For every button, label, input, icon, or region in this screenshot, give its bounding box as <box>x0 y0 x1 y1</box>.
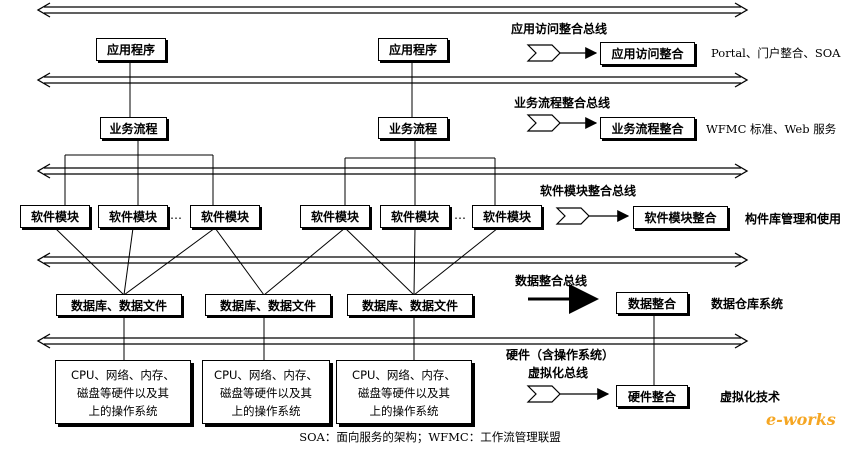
ellipsis-2: … <box>454 208 466 222</box>
tech-note-process: WFMC 标准、Web 服务 <box>706 122 837 136</box>
arrow-module <box>555 207 590 225</box>
tech-note-hardware: 虚拟化技术 <box>720 390 781 404</box>
module-box-4: 软件模块 <box>300 205 370 228</box>
bus-label-module: 软件模块整合总线 <box>540 184 637 198</box>
arrow-hardware <box>526 385 561 403</box>
bus-label-hardware-2: 虚拟化总线 <box>528 366 589 380</box>
hardware-box-1-line-1: CPU、网络、内存、 <box>71 368 175 382</box>
bus-module <box>36 163 749 179</box>
hardware-box-2: CPU、网络、内存、 磁盘等硬件以及其 上的操作系统 <box>202 360 330 424</box>
data-box-2: 数据库、数据文件 <box>205 294 331 316</box>
hardware-box-1: CPU、网络、内存、 磁盘等硬件以及其 上的操作系统 <box>55 360 191 424</box>
integration-hardware-box: 硬件整合 <box>616 385 688 407</box>
hardware-box-3-line-3: 上的操作系统 <box>369 404 439 418</box>
integration-data-box: 数据整合 <box>616 292 688 314</box>
data-box-1: 数据库、数据文件 <box>56 294 182 316</box>
hardware-box-2-line-3: 上的操作系统 <box>231 404 301 418</box>
bus-label-data: 数据整合总线 <box>515 274 588 288</box>
arrow-app <box>526 44 561 62</box>
bus-label-hardware-1: 硬件（含操作系统） <box>506 348 615 362</box>
process-box-2: 业务流程 <box>378 117 448 139</box>
bus-hardware <box>36 333 749 349</box>
e-works-logo-text: e-works <box>766 410 836 429</box>
bus-label-process: 业务流程整合总线 <box>514 96 611 110</box>
hardware-box-1-line-3: 上的操作系统 <box>88 404 158 418</box>
ellipsis-1: … <box>170 208 182 222</box>
tech-note-app: Portal、门户整合、SOA <box>711 46 841 60</box>
data-box-3: 数据库、数据文件 <box>347 294 473 316</box>
module-box-2: 软件模块 <box>98 205 168 228</box>
bus-process <box>36 72 749 88</box>
bus-data <box>36 252 749 268</box>
hardware-box-3-line-2: 磁盘等硬件以及其 <box>358 386 450 400</box>
integration-module-box: 软件模块整合 <box>633 206 728 229</box>
bus-app-access <box>36 2 749 18</box>
hardware-box-2-line-1: CPU、网络、内存、 <box>214 368 318 382</box>
app-box-1: 应用程序 <box>96 38 166 61</box>
tech-note-data: 数据仓库系统 <box>711 297 784 311</box>
e-works-logo: e-works <box>766 410 836 429</box>
tech-note-module: 构件库管理和使用 <box>745 212 842 226</box>
module-box-6: 软件模块 <box>472 205 542 228</box>
integration-arrows <box>526 44 630 403</box>
bus-lines <box>36 2 749 349</box>
module-box-3: 软件模块 <box>190 205 260 228</box>
module-box-1: 软件模块 <box>20 205 90 228</box>
bus-label-app-access: 应用访问整合总线 <box>511 22 608 36</box>
process-box-1: 业务流程 <box>100 117 167 139</box>
hardware-box-1-line-2: 磁盘等硬件以及其 <box>77 386 169 400</box>
module-box-5: 软件模块 <box>380 205 450 228</box>
hardware-box-3: CPU、网络、内存、 磁盘等硬件以及其 上的操作系统 <box>336 360 472 424</box>
app-box-2: 应用程序 <box>378 38 448 61</box>
integration-process-box: 业务流程整合 <box>600 117 695 139</box>
figure-caption: SOA：面向服务的架构；WFMC：工作流管理联盟 <box>299 430 561 444</box>
connectors <box>54 61 655 385</box>
hardware-box-2-line-2: 磁盘等硬件以及其 <box>220 386 312 400</box>
hardware-box-3-line-1: CPU、网络、内存、 <box>352 368 456 382</box>
arrow-process <box>526 114 561 132</box>
integration-app-box: 应用访问整合 <box>600 42 695 65</box>
